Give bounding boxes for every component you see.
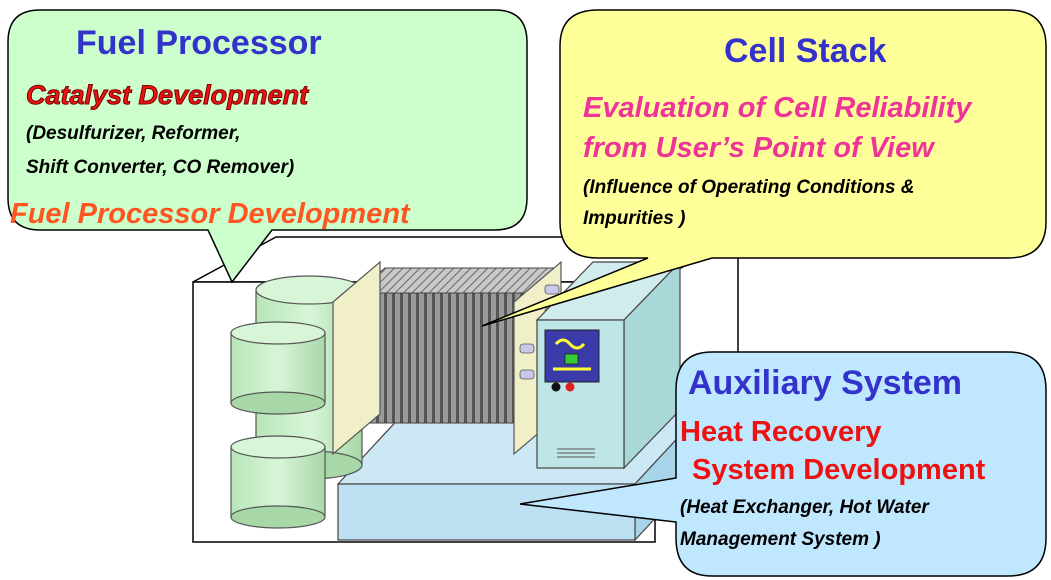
fuel-processor-bubble [7,9,528,284]
auxiliary-detail-2: Management System ) [680,529,881,550]
cell-stack-title: Cell Stack [724,32,887,70]
cell-stack-subtitle-2: from User’s Point of View [583,132,934,164]
cell-stack-bubble [481,9,1047,327]
cell-stack-detail-1: (Influence of Operating Conditions & [583,177,915,198]
cell-stack-detail-2: Impurities ) [583,208,686,229]
heat-recovery-label-2: System Development [692,454,986,486]
cell-stack-subtitle-1: Evaluation of Cell Reliability [583,92,972,124]
fuel-processor-detail-2: Shift Converter, CO Remover) [26,157,295,178]
auxiliary-bubble [519,351,1047,577]
vent-grille [557,448,595,458]
auxiliary-title: Auxiliary System [688,364,963,402]
desulfurizer-cylinder [230,321,326,415]
fuel-processor-detail-1: (Desulfurizer, Reformer, [26,123,241,144]
auxiliary-detail-1: (Heat Exchanger, Hot Water [680,497,929,518]
power-conditioner-icon [544,329,600,383]
catalyst-development-label: Catalyst Development [25,80,309,110]
heat-recovery-label-1: Heat Recovery [680,416,882,448]
fuel-processor-title: Fuel Processor [76,24,322,62]
co-remover-cylinder [230,435,326,529]
indicator-lights [551,382,575,392]
fuel-processor-development-label: Fuel Processor Development [10,198,410,230]
